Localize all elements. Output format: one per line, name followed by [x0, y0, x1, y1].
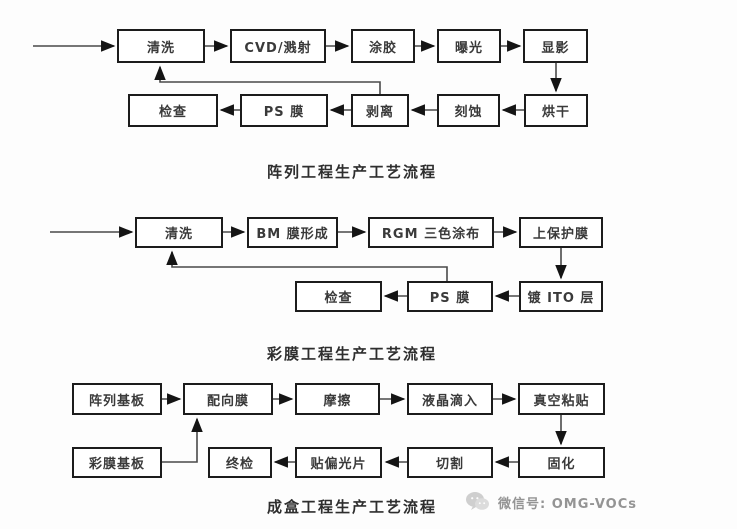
wechat-icon [464, 489, 491, 515]
flow-node-stripping: 剥离 [351, 94, 409, 127]
chart-title-color-filter-process: 彩膜工程生产工艺流程 [266, 345, 437, 363]
flow-node-cf-ps-film: PS 膜 [407, 281, 493, 312]
flow-node-vacuum-bonding: 真空粘贴 [518, 383, 605, 415]
flow-node-ps-film: PS 膜 [240, 94, 328, 127]
wechat-id-text: 微信号: OMG-VOCs [498, 496, 637, 512]
wechat-watermark: 微信号: OMG-VOCs [464, 489, 637, 515]
flow-node-curing: 固化 [518, 447, 605, 478]
flow-node-etching: 刻蚀 [437, 94, 500, 127]
chart-title-array-process: 阵列工程生产工艺流程 [266, 163, 437, 181]
flow-node-alignment-film: 配向膜 [183, 383, 273, 415]
flow-node-polarizer-attach: 贴偏光片 [295, 447, 382, 478]
flow-node-cleaning: 清洗 [117, 29, 205, 63]
flow-node-resist-coating: 涂胶 [351, 29, 415, 63]
flow-node-cvd-sputtering: CVD/溅射 [230, 29, 326, 63]
flow-node-rubbing: 摩擦 [295, 383, 380, 415]
flow-node-final-inspection: 终检 [208, 447, 272, 478]
flow-node-ito-plating: 镀 ITO 层 [519, 281, 603, 312]
flow-node-array-substrate: 阵列基板 [72, 383, 162, 415]
flow-node-development: 显影 [523, 29, 588, 63]
flow-node-protective-film: 上保护膜 [519, 217, 603, 248]
flow-node-cf-inspection: 检查 [295, 281, 382, 312]
flow-node-lc-dropping: 液晶滴入 [407, 383, 493, 415]
flow-node-cf-substrate: 彩膜基板 [72, 447, 162, 478]
flow-node-cutting: 切割 [407, 447, 493, 478]
flow-node-drying: 烘干 [524, 94, 588, 127]
flow-node-exposure: 曝光 [437, 29, 501, 63]
flow-node-tricolor-coating: RGM 三色涂布 [368, 217, 494, 248]
chart-title-cell-assembly-process: 成盒工程生产工艺流程 [266, 498, 437, 516]
flow-node-cf-cleaning: 清洗 [135, 217, 223, 248]
flow-node-bm-film-formation: BM 膜形成 [247, 217, 338, 248]
flow-node-inspection: 检查 [128, 94, 218, 127]
